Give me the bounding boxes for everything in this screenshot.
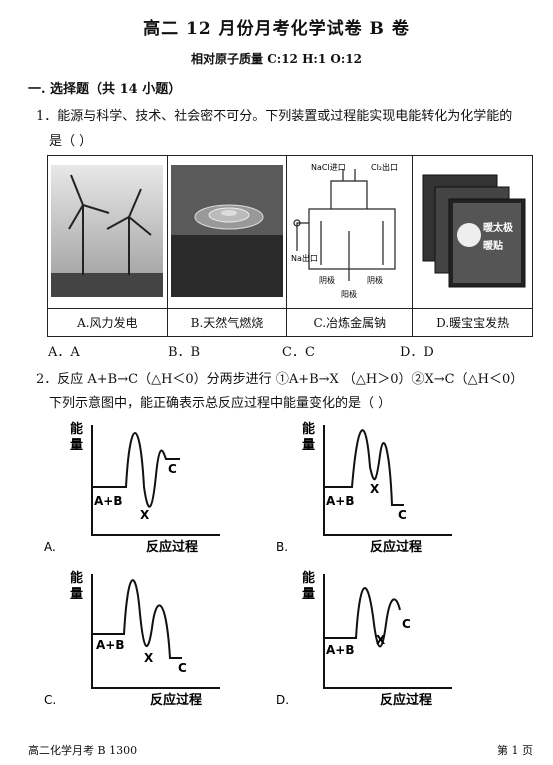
page-number: 第 1 页 — [497, 744, 533, 757]
caption-b: B.天然气燃烧 — [166, 308, 288, 337]
hand-warmer-photo: 暖太极 暖贴 — [416, 164, 529, 297]
chart-letter: B. — [276, 540, 288, 554]
image-cell-a — [47, 155, 168, 309]
end-label: C — [168, 462, 177, 476]
mid-label: X — [376, 633, 386, 647]
question-1-line1: 1．能源与科学、技术、社会密不可分。下列装置或过程能实现电能转化为化学能的 — [36, 109, 513, 124]
ylabel-top: 能 — [70, 421, 83, 437]
image-cell-b — [166, 155, 288, 309]
question-2-line1: 2．反应 A+B→C（△H＜0）分两步进行 ①A+B→X （△H＞0）②X→C（… — [36, 372, 524, 387]
cathode-left-label: 阴极 — [319, 275, 335, 285]
xlabel: 反应过程 — [146, 539, 198, 555]
anode-label: 阳极 — [341, 289, 357, 299]
energy-chart-d: 能 量 A+B X C 反应过程 D. — [276, 570, 452, 708]
cathode-right-label: 阴极 — [367, 275, 383, 285]
page-title: 高二 12 月份月考化学试卷 B 卷 — [143, 19, 410, 39]
chart-letter: C. — [44, 693, 56, 707]
question-1-line2: 是（ ） — [49, 134, 93, 149]
atomic-mass-line: 相对原子质量 C:12 H:1 O:12 — [191, 52, 362, 66]
caption-a: A.风力发电 — [47, 308, 168, 337]
energy-chart-a: 能 量 A+B X C 反应过程 A. — [44, 421, 220, 555]
mid-label: X — [370, 482, 380, 496]
warmer-sub-label: 暖贴 — [483, 239, 503, 252]
ylabel-bottom: 量 — [70, 587, 83, 602]
gas-burner-photo — [170, 164, 283, 297]
nacl-inlet-label: NaCl进口 — [311, 163, 346, 172]
mid-label: X — [140, 508, 150, 522]
q1-option-a: A．A — [48, 345, 80, 360]
energy-chart-c: 能 量 A+B X C 反应过程 C. — [44, 570, 220, 708]
ylabel-bottom: 量 — [70, 438, 83, 453]
question-2-line2: 下列示意图中，能正确表示总反应过程中能量变化的是（ ） — [49, 396, 392, 411]
q1-option-d: D．D — [400, 345, 434, 360]
ylabel-top: 能 — [70, 570, 83, 586]
start-label: A+B — [326, 643, 355, 657]
xlabel: 反应过程 — [370, 539, 422, 555]
footer-left: 高二化学月考 B 1300 — [28, 744, 138, 757]
energy-chart-b: 能 量 A+B X C 反应过程 B. — [276, 421, 452, 555]
ylabel-top: 能 — [302, 570, 315, 586]
wind-turbine-photo — [51, 164, 164, 297]
start-label: A+B — [326, 494, 355, 508]
end-label: C — [398, 508, 407, 522]
xlabel: 反应过程 — [380, 692, 432, 708]
caption-d: D.暖宝宝发热 — [412, 308, 533, 337]
q1-option-c: C．C — [282, 345, 315, 360]
chart-letter: A. — [44, 540, 56, 554]
start-label: A+B — [94, 494, 123, 508]
warmer-brand-label: 暖太极 — [483, 221, 514, 234]
caption-c: C.冶炼金属钠 — [286, 308, 414, 337]
xlabel: 反应过程 — [150, 692, 202, 708]
na-outlet-label: Na出口 — [291, 253, 318, 263]
question-1-image-table: NaCl进口 Cl₂出口 Na出口 阴极 阴极 阳极 暖太极 暖贴 A.风力发电 — [47, 155, 533, 337]
sodium-electrolysis-diagram: NaCl进口 Cl₂出口 Na出口 阴极 阴极 阳极 — [291, 162, 398, 299]
ylabel-top: 能 — [302, 421, 315, 437]
chart-letter: D. — [276, 693, 289, 707]
ylabel-bottom: 量 — [302, 587, 315, 602]
end-label: C — [178, 661, 187, 675]
image-cell-d: 暖太极 暖贴 — [412, 155, 533, 309]
image-cell-c: NaCl进口 Cl₂出口 Na出口 阴极 阴极 阳极 — [286, 155, 414, 309]
cl2-outlet-label: Cl₂出口 — [371, 162, 398, 172]
start-label: A+B — [96, 638, 125, 652]
end-label: C — [402, 617, 411, 631]
mid-label: X — [144, 651, 154, 665]
q1-option-b: B．B — [168, 345, 201, 360]
ylabel-bottom: 量 — [302, 438, 315, 453]
section-heading: 一. 选择题（共 14 小题） — [28, 82, 182, 97]
